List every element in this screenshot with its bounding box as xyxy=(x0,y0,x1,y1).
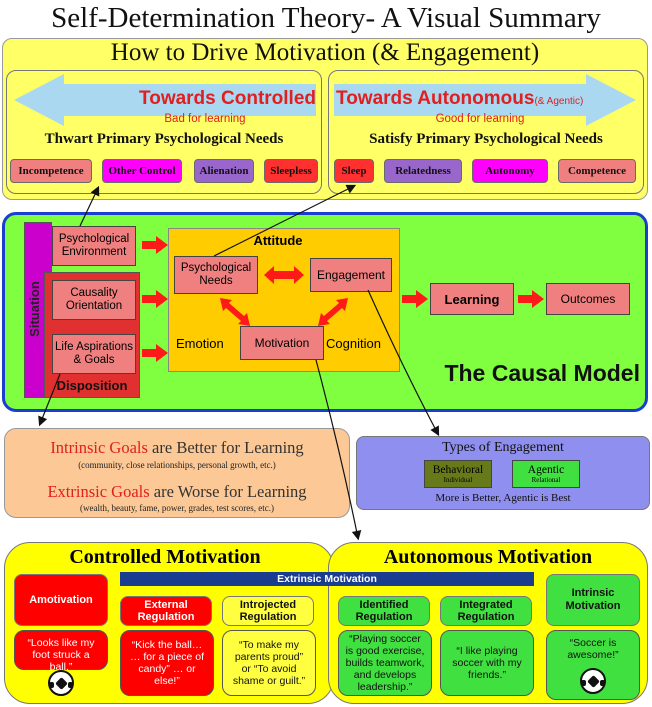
motivation-box: Motivation xyxy=(240,326,324,360)
arrow-causality-attitude xyxy=(142,290,168,308)
extrinsic-examples: (wealth, beauty, fame, power, grades, te… xyxy=(80,503,274,513)
integrated-regulation-box: Integrated Regulation xyxy=(440,596,532,626)
arrow-learning-outcomes xyxy=(518,290,544,308)
extrinsic-goals-key: Extrinsic Goals xyxy=(47,482,150,501)
pill-incompetence: Incompetence xyxy=(10,159,92,183)
line-needs-to-satisfy xyxy=(213,184,357,257)
pill-sleep: Sleep xyxy=(334,159,374,183)
quote-intrinsic: “Soccer is awesome!” xyxy=(567,637,619,661)
drive-title: How to Drive Motivation (& Engagement) xyxy=(110,39,540,66)
soccer-ball-icon-right xyxy=(580,668,606,694)
extrinsic-goals-line: Extrinsic Goals are Worse for Learning xyxy=(4,482,350,502)
agentic-box: Agentic Relational xyxy=(512,460,580,488)
extrinsic-goals-rest: are Worse for Learning xyxy=(149,482,307,501)
behavioral-sub: Individual xyxy=(443,475,473,484)
line-motivation-to-autonomous xyxy=(315,359,362,541)
towards-autonomous-text: Towards Autonomous xyxy=(336,88,535,109)
life-aspirations-box: Life Aspirations & Goals xyxy=(52,334,136,374)
learning-box: Learning xyxy=(430,283,514,315)
arrow-env-attitude xyxy=(142,236,168,254)
quote-integrated: “I like playing soccer with my friends.” xyxy=(440,630,534,696)
psych-needs-box: Psychological Needs xyxy=(174,256,258,294)
quote-identified: “Playing soccer is good exercise, builds… xyxy=(338,630,432,696)
pill-autonomy: Autonomy xyxy=(472,159,548,183)
thwart-needs-title: Thwart Primary Psychological Needs xyxy=(44,131,284,147)
bad-for-learning: Bad for learning xyxy=(164,113,246,125)
behavioral-label: Behavioral xyxy=(432,463,484,476)
arrow-engagement-motivation xyxy=(318,298,348,326)
right-arrow-shape xyxy=(334,74,636,126)
intrinsic-motivation-box: Intrinsic Motivation xyxy=(546,574,640,626)
introjected-regulation-box: Introjected Regulation xyxy=(222,596,314,626)
extrinsic-motivation-bar: Extrinsic Motivation xyxy=(120,572,534,586)
arrow-attitude-learning xyxy=(402,290,428,308)
autonomous-motivation-title: Autonomous Motivation xyxy=(383,546,593,568)
good-for-learning: Good for learning xyxy=(435,113,525,125)
pill-relatedness: Relatedness xyxy=(384,159,462,183)
intrinsic-goals-key: Intrinsic Goals xyxy=(50,438,148,457)
intrinsic-goals-line: Intrinsic Goals are Better for Learning xyxy=(4,438,350,458)
engagement-types-box xyxy=(356,436,650,510)
intrinsic-examples: (community, close relationships, persona… xyxy=(78,460,276,470)
amotivation-box: Amotivation xyxy=(14,574,108,626)
pill-competence: Competence xyxy=(558,159,636,183)
goals-box xyxy=(4,428,350,518)
pill-sleepless: Sleepless xyxy=(264,159,318,183)
controlled-motivation-title: Controlled Motivation xyxy=(69,546,261,568)
left-arrow-shape xyxy=(14,74,316,126)
quote-external: “Kick the ball… … for a piece of candy” … xyxy=(120,630,214,696)
agentic-label: Agentic xyxy=(527,463,565,476)
emotion-label: Emotion xyxy=(176,336,224,351)
page-title: Self-Determination Theory- A Visual Summ… xyxy=(51,2,601,34)
engagement-footer: More is Better, Agentic is Best xyxy=(435,492,571,504)
causal-model-title: The Causal Model xyxy=(444,360,640,386)
arrow-aspirations-attitude xyxy=(142,344,168,362)
identified-regulation-box: Identified Regulation xyxy=(338,596,430,626)
pill-other-control: Other Control xyxy=(102,159,182,183)
line-env-to-thwart xyxy=(79,185,100,227)
pill-alienation: Alienation xyxy=(194,159,254,183)
causality-orientation-box: Causality Orientation xyxy=(52,280,136,320)
arrow-needs-engagement xyxy=(264,266,304,284)
quote-introjected: “To make my parents proud” or “To avoid … xyxy=(222,630,316,696)
cognition-label: Cognition xyxy=(326,336,381,351)
quote-amotivation: “Looks like my foot struck a ball.” xyxy=(14,630,108,673)
engagement-types-title: Types of Engagement xyxy=(442,440,564,455)
towards-autonomous-heading: Towards Autonomous(& Agentic) xyxy=(336,88,636,112)
agentic-note: (& Agentic) xyxy=(534,96,584,107)
agentic-sub: Relational xyxy=(531,475,561,484)
psych-environment-box: Psychological Environment xyxy=(52,226,136,266)
towards-controlled-heading: Towards Controlled xyxy=(139,88,316,109)
outcomes-box: Outcomes xyxy=(546,283,630,315)
line-aspirations-to-goals xyxy=(38,373,61,427)
engagement-box: Engagement xyxy=(310,258,392,292)
satisfy-needs-title: Satisfy Primary Psychological Needs xyxy=(369,131,603,147)
arrow-needs-motivation xyxy=(220,298,250,326)
behavioral-box: Behavioral Individual xyxy=(424,460,492,488)
disposition-label: Disposition xyxy=(56,378,128,393)
soccer-ball-icon-left xyxy=(48,670,74,696)
intrinsic-goals-rest: are Better for Learning xyxy=(147,438,304,457)
attitude-label: Attitude xyxy=(253,233,303,248)
line-engagement-to-types xyxy=(367,289,440,437)
external-regulation-box: External Regulation xyxy=(120,596,212,626)
